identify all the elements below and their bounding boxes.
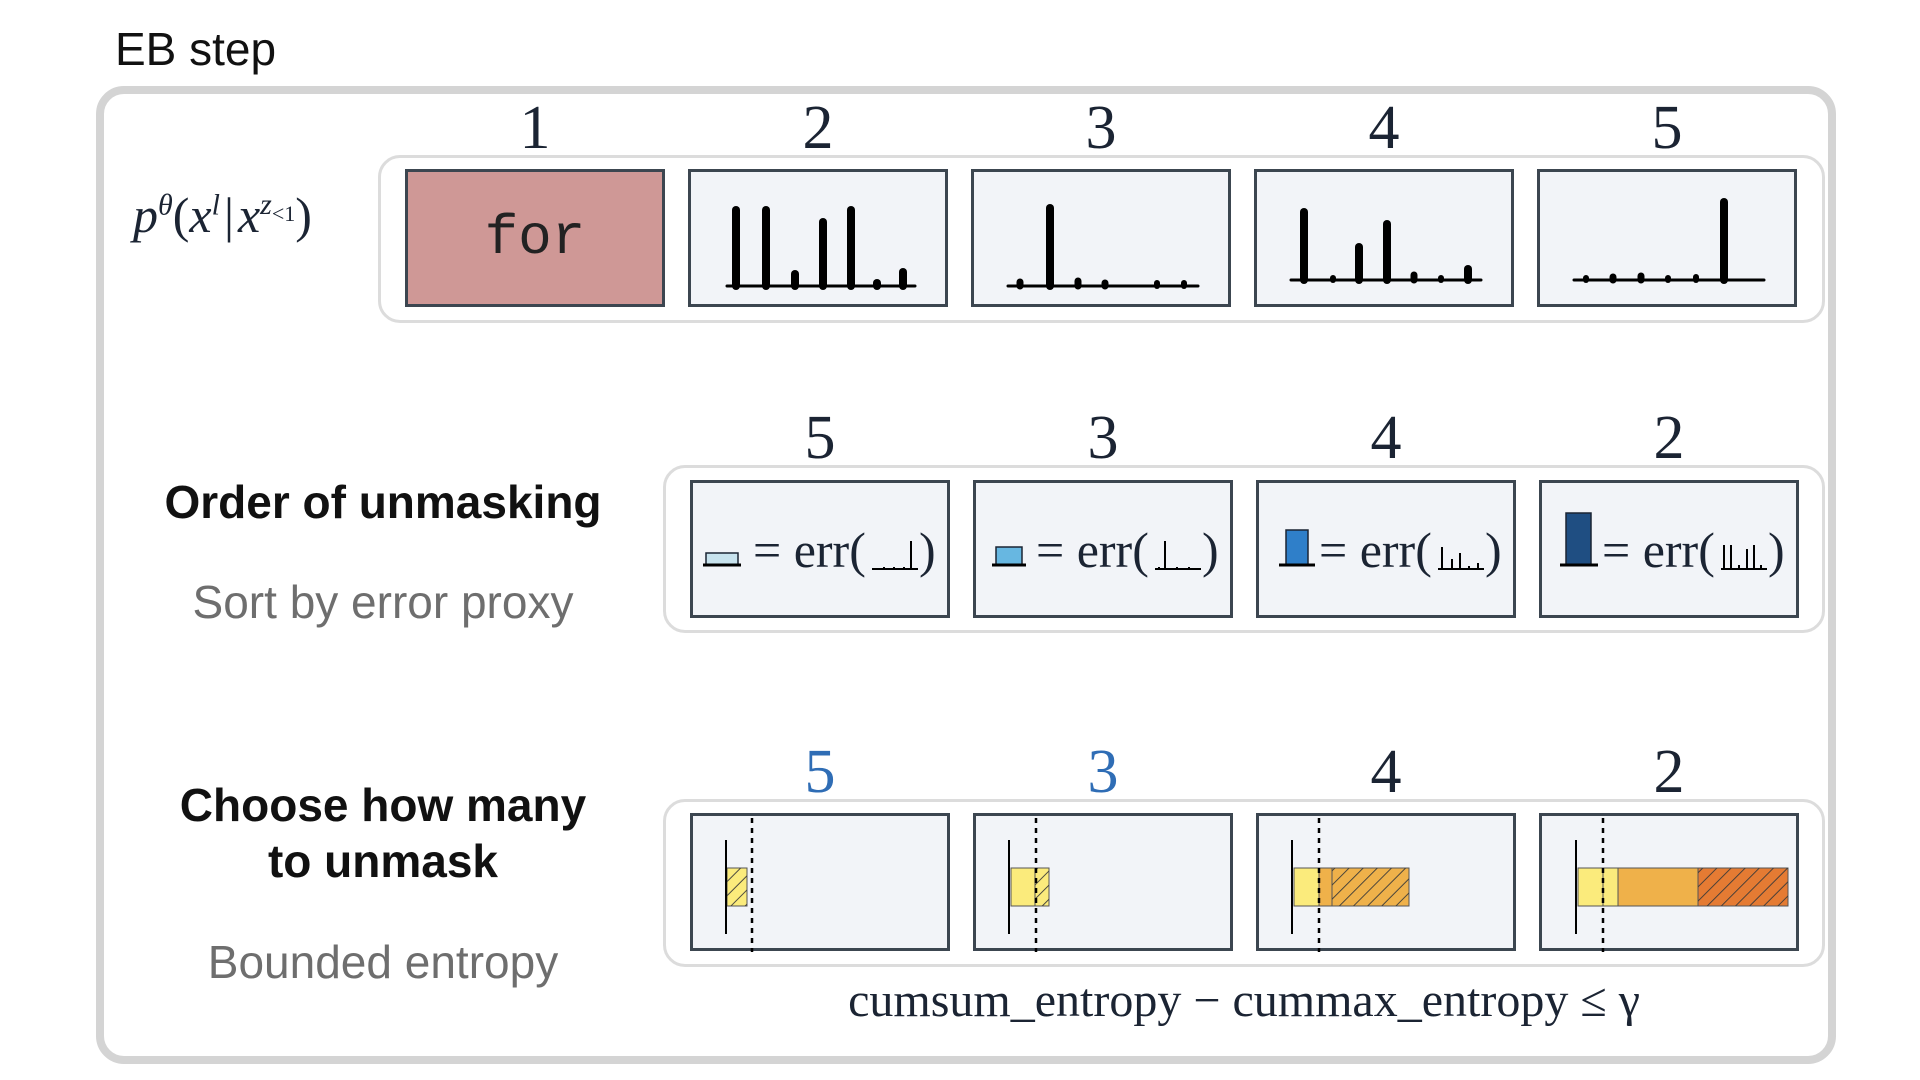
column-number: 3 [1087, 404, 1119, 472]
distribution-cell [688, 169, 948, 307]
error-proxy-bar [992, 546, 1026, 567]
column-number: 4 [1368, 94, 1400, 162]
choose-how-many-subtitle: Bounded entropy [207, 936, 559, 988]
choose-how-many-line1: Choose how many [179, 779, 587, 831]
error-proxy-close: ) [1485, 522, 1502, 578]
choose-how-many-line2: to unmask [267, 835, 499, 888]
column-number: 5 [1651, 94, 1683, 162]
column-number: 4 [1370, 738, 1402, 806]
distribution-histogram [1572, 198, 1766, 284]
eb-step-frame [96, 86, 1836, 1064]
unmasked-token: for [484, 206, 586, 270]
column-number: 1 [519, 94, 551, 162]
error-proxy-bar [1279, 529, 1315, 567]
column-number: 3 [1085, 94, 1117, 162]
error-proxy-close: ) [1768, 522, 1785, 578]
order-of-unmasking-title: Order of unmasking [164, 476, 602, 528]
error-proxy-cell: = err( ) [690, 480, 950, 618]
error-proxy-close: ) [919, 522, 936, 578]
distribution-histogram [1006, 204, 1200, 290]
error-proxy-bar [1560, 512, 1598, 567]
entropy-bar [1575, 818, 1789, 952]
error-proxy-text: = err( [1036, 522, 1149, 578]
token-cell: for [405, 169, 665, 307]
column-number-highlighted: 5 [804, 738, 836, 806]
entropy-bound-formula: cumsum_entropy − cummax_entropy ≤ γ [848, 974, 1640, 1027]
error-proxy-text: = err( [1602, 522, 1715, 578]
order-of-unmasking-subtitle: Sort by error proxy [192, 576, 574, 628]
column-number: 2 [1653, 738, 1685, 806]
eb-step-title: EB step [115, 23, 277, 75]
error-proxy-cell: = err( ) [1539, 480, 1799, 618]
column-number: 2 [1653, 404, 1685, 472]
entropy-cell [1539, 813, 1799, 952]
error-proxy-bar [703, 552, 741, 567]
error-proxy-text: = err( [1319, 522, 1432, 578]
entropy-cell [973, 813, 1233, 952]
mini-histogram-icon [1155, 541, 1201, 570]
distribution-histogram [1289, 208, 1483, 284]
distribution-cell [1537, 169, 1797, 307]
column-number: 5 [804, 404, 836, 472]
column-number: 2 [802, 94, 834, 162]
entropy-bar [725, 818, 754, 952]
error-proxy-text: = err( [753, 522, 866, 578]
error-proxy-close: ) [1202, 522, 1219, 578]
entropy-bar [1008, 818, 1050, 952]
column-number-highlighted: 3 [1087, 738, 1119, 806]
mini-histogram-icon [1721, 545, 1767, 570]
mini-histogram-icon [872, 541, 918, 570]
entropy-cell [690, 813, 950, 952]
error-proxy-cell: = err( ) [973, 480, 1233, 618]
entropy-bar [1291, 818, 1410, 952]
distribution-histogram [725, 206, 917, 290]
choose-how-many-title: Choose how many to unmask [133, 777, 633, 889]
error-proxy-cell: = err( ) [1256, 480, 1516, 618]
distribution-cell [971, 169, 1231, 307]
column-number: 4 [1370, 404, 1402, 472]
probability-formula: pθ(xl|xz<1) [133, 187, 312, 243]
entropy-cell [1256, 813, 1516, 952]
mini-histogram-icon [1438, 547, 1484, 570]
distribution-cell [1254, 169, 1514, 307]
